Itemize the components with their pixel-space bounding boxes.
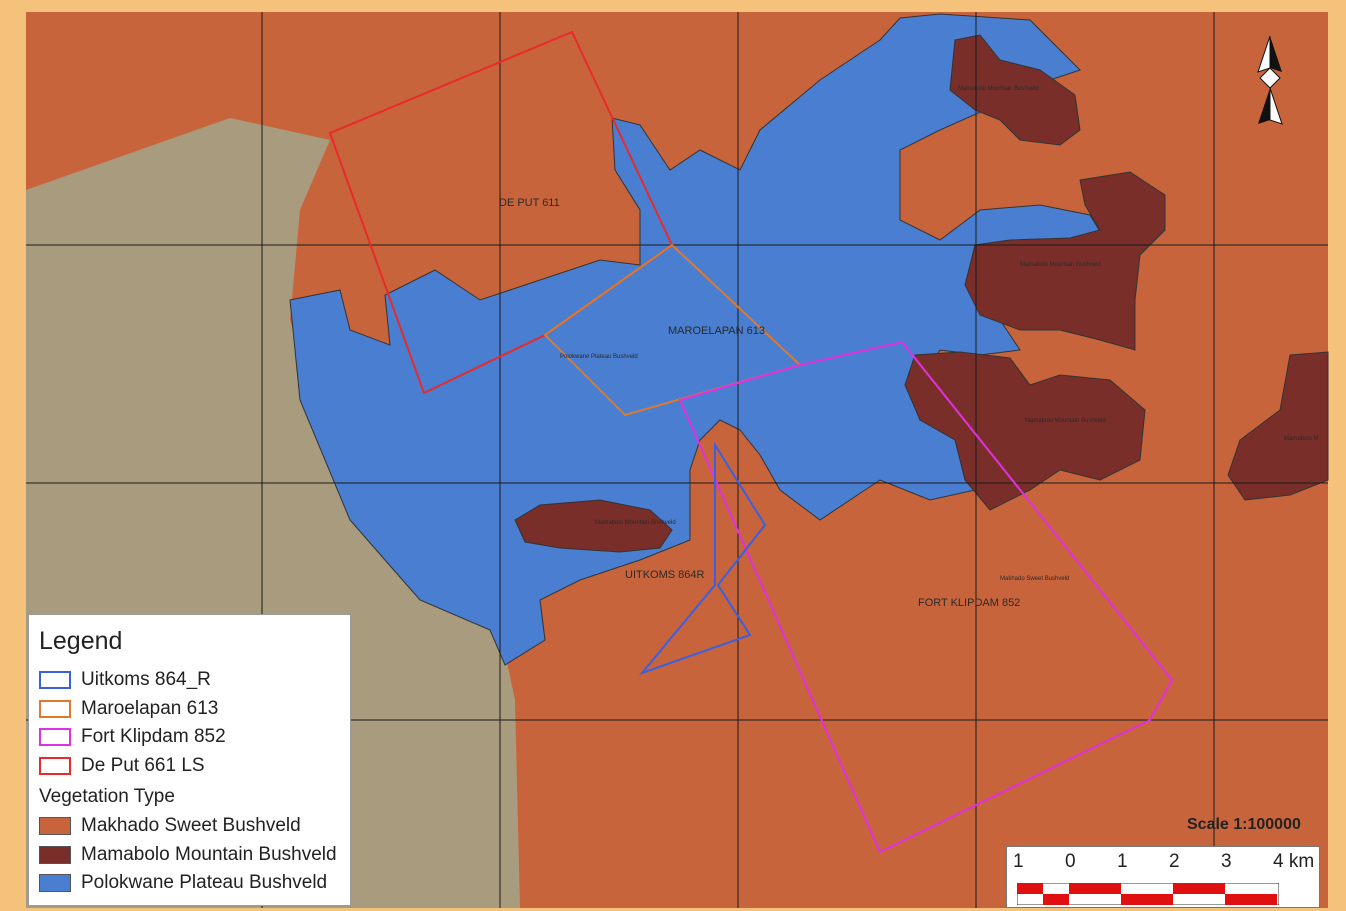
north-arrow-icon [1257,35,1283,125]
uitkoms-boundary [638,441,767,676]
mamabolo-area-1 [949,34,1081,146]
legend-item-makhado: Makhado Sweet Bushveld [39,812,340,841]
label-makhado: Makhado Sweet Bushveld [1000,576,1069,582]
scale-tick: 2 [1169,851,1180,872]
legend-label: Maroelapan 613 [81,697,219,719]
legend-item-maroelapan: Maroelapan 613 [39,695,340,724]
legend-label: De Put 661 LS [81,754,205,776]
label-mamabolo-5: Mamabolo M [1284,436,1319,442]
scale-tick: 0 [1065,851,1076,872]
legend-title: Legend [39,627,123,655]
legend-label: Uitkoms 864_R [81,669,211,691]
legend-label: Polokwane Plateau Bushveld [81,872,328,894]
legend-item-uitkoms: Uitkoms 864_R [39,666,340,695]
legend-item-fort-klipdam: Fort Klipdam 852 [39,723,340,752]
legend-item-mamabolo: Mamabolo Mountain Bushveld [39,841,340,870]
scale-tick: 1 [1013,851,1024,872]
label-polokwane-plateau: Polokwane Plateau Bushveld [560,354,638,360]
legend-label: Mamabolo Mountain Bushveld [81,843,337,865]
map-grid [26,12,1328,908]
mamabolo-area-2 [964,171,1166,351]
scale-tick-labels: 1 0 1 2 3 4 km [1007,851,1319,875]
legend-swatch [39,699,71,718]
scale-title: Scale 1:100000 [1187,816,1301,833]
legend-swatch [39,756,71,775]
label-de-put: DE PUT 611 [499,197,560,209]
label-mamabolo-2: Mamabolo Mountain Bushveld [1020,262,1101,268]
legend-label: Fort Klipdam 852 [81,726,226,748]
legend-item-de-put: De Put 661 LS [39,752,340,781]
legend-item-polokwane: Polokwane Plateau Bushveld [39,869,340,898]
scale-tick: 3 [1221,851,1232,872]
label-mamabolo-1: Mamabolo Mountain Bushveld [958,86,1039,92]
legend-swatch [39,728,71,747]
mamabolo-area-4 [514,499,673,553]
legend-panel: Legend Uitkoms 864_R Maroelapan 613 Fort… [28,614,351,906]
legend-label: Makhado Sweet Bushveld [81,815,301,837]
legend-swatch [39,845,71,864]
scale-bar: 1 0 1 2 3 4 km [1006,846,1320,908]
scale-tick: 4 km [1273,851,1315,872]
legend-swatch [39,817,71,836]
mamabolo-area-3 [904,351,1146,511]
label-fort-klipdam: FORT KLIPDAM 852 [918,597,1020,609]
scale-bar-graphic [1017,883,1279,905]
scale-tick: 1 [1117,851,1128,872]
label-mamabolo-3: Mamabolo Mountain Bushveld [1025,418,1106,424]
legend-swatch [39,671,71,690]
mamabolo-area-5 [1227,351,1329,501]
fort-klipdam-boundary [678,340,1174,854]
label-uitkoms: UITKOMS 864R [625,569,705,581]
legend-swatch [39,874,71,893]
label-maroelapan: MAROELAPAN 613 [668,325,765,337]
polokwane-plateau-area [289,13,1106,666]
legend-vegetation-heading: Vegetation Type [39,786,175,807]
label-mamabolo-4: Mamabolo Mountain Bushveld [595,520,676,526]
